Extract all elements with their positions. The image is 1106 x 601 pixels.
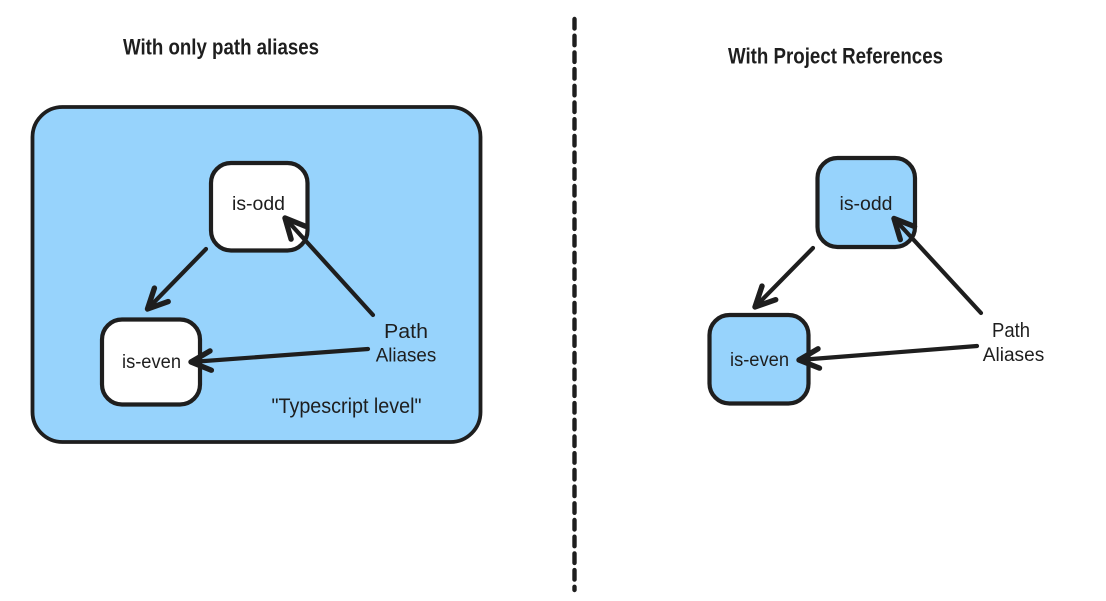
svg-text:is-even: is-even: [122, 352, 181, 373]
svg-text:Path: Path: [992, 319, 1030, 342]
svg-text:With only path aliases: With only path aliases: [123, 35, 319, 60]
svg-text:With Project References: With Project References: [728, 44, 943, 69]
svg-text:is-even: is-even: [730, 350, 789, 371]
svg-text:is-odd: is-odd: [232, 194, 285, 215]
svg-text:Aliases: Aliases: [983, 345, 1045, 366]
svg-text:Aliases: Aliases: [376, 346, 437, 367]
svg-text:"Typescript level": "Typescript level": [272, 394, 422, 418]
svg-text:Path: Path: [384, 320, 428, 343]
svg-text:is-odd: is-odd: [840, 194, 893, 215]
